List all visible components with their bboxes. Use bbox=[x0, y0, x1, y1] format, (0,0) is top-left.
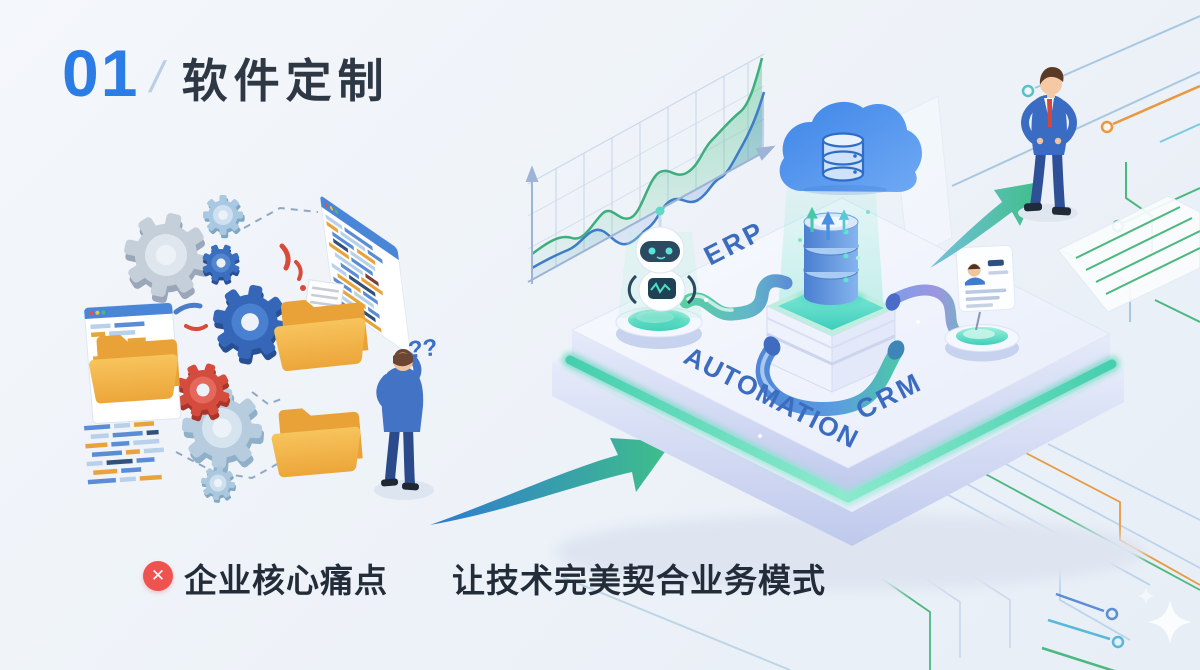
pain-point-text: 企业核心痛点 bbox=[184, 562, 388, 599]
x-circle-icon: ✕ bbox=[143, 561, 173, 591]
id-card-icon bbox=[955, 244, 1016, 331]
solution-text: 让技术完美契合业务模式 bbox=[452, 562, 826, 599]
ai-robot-icon bbox=[627, 206, 697, 326]
gear-icon bbox=[116, 195, 295, 506]
code-lines bbox=[84, 421, 165, 485]
title-text: 软件定制 bbox=[181, 55, 390, 107]
businessman bbox=[1018, 67, 1078, 222]
caption-row: ✕ 企业核心痛点 让技术完美契合业务模式 bbox=[0, 554, 1200, 599]
crm-pad bbox=[944, 324, 1020, 362]
pain-cluster: ?? bbox=[83, 195, 439, 506]
growth-arrow bbox=[430, 438, 672, 525]
folder-icon bbox=[269, 403, 364, 479]
cloud-database-icon bbox=[779, 101, 922, 242]
integration-platform: ERP AUTOMATION CRM bbox=[552, 140, 1145, 590]
page-title: 01 / 软件定制 bbox=[62, 40, 390, 106]
uplift-arrow bbox=[930, 182, 1040, 268]
red-marks bbox=[173, 243, 306, 331]
pipe-connector bbox=[755, 336, 905, 417]
confused-person: ?? bbox=[374, 334, 439, 500]
title-separator: / bbox=[146, 53, 169, 102]
green-lined-document bbox=[1057, 195, 1200, 313]
question-marks: ?? bbox=[407, 334, 439, 364]
folder-icon bbox=[271, 279, 370, 373]
dashed-connector bbox=[175, 206, 319, 480]
database-icon bbox=[798, 210, 870, 305]
step-number: 01 bbox=[62, 36, 140, 110]
pipe-connector bbox=[679, 274, 793, 321]
